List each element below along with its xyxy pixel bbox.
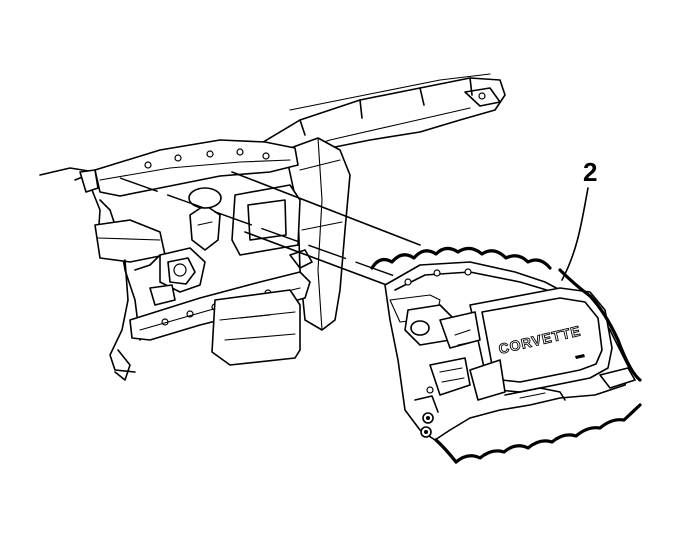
vehicle-frame [39, 73, 506, 381]
alignment-lines [119, 171, 421, 291]
callout-2: 2 [561, 157, 597, 281]
airbag-module: CORVETTE [370, 246, 642, 464]
callout-label: 2 [583, 157, 597, 187]
